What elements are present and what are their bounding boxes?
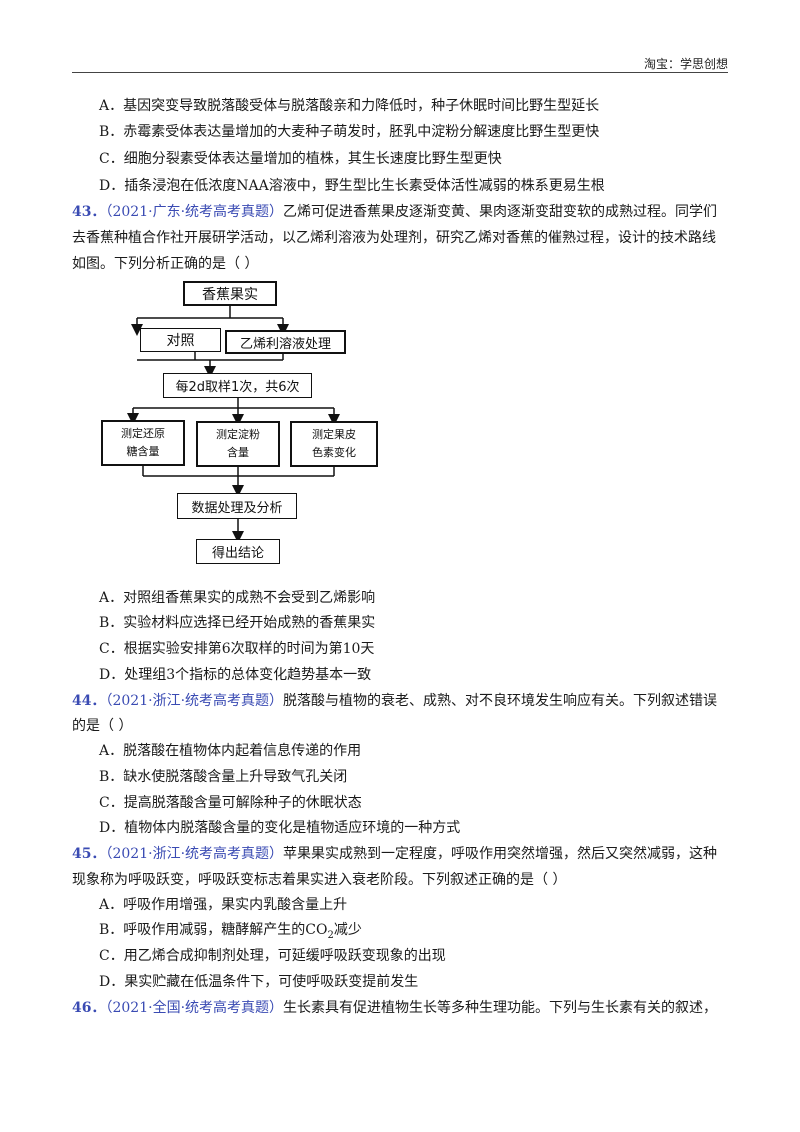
flow-box-pigment-line2: 色素变化 (312, 446, 356, 459)
q43-source: （2021·广东·统考高考真题） (105, 204, 284, 220)
q45-option-c: C．用乙烯合成抑制剂处理，可延缓呼吸跃变现象的出现 (99, 948, 446, 964)
flow-box-reducing-sugar-line2: 糖含量 (126, 445, 160, 458)
q44-stem-text: 脱落酸与植物的衰老、成熟、对不良环境发生响应有关。下列叙述错误 (283, 693, 718, 709)
flow-box-reducing-sugar: 测定还原 糖含量 (101, 420, 185, 466)
flow-box-sampling: 每2d取样1次，共6次 (163, 373, 312, 398)
flow-box-conclusion: 得出结论 (196, 539, 280, 564)
q46-source: （2021·全国·统考高考真题） (105, 1000, 284, 1016)
q45-stem-line2: 现象称为呼吸跃变，呼吸跃变标志着果实进入衰老阶段。下列叙述正确的是（ ） (72, 872, 567, 888)
q46-number: 46． (72, 1000, 106, 1016)
flow-box-starch-line2: 含量 (227, 446, 249, 459)
flow-box-starch: 测定淀粉 含量 (196, 421, 280, 467)
q45-number: 45． (72, 846, 106, 862)
q43-option-d: D．处理组3个指标的总体变化趋势基本一致 (99, 667, 372, 683)
flow-box-starch-line1: 测定淀粉 (216, 428, 260, 441)
q45-option-b: B．呼吸作用减弱，糖酵解产生的CO2减少 (99, 921, 362, 945)
q44-number: 44． (72, 693, 106, 709)
q43-number: 43． (72, 204, 106, 220)
q43-option-b: B．实验材料应选择已经开始成熟的香蕉果实 (99, 615, 376, 631)
q45-option-a: A．呼吸作用增强，果实内乳酸含量上升 (99, 897, 348, 913)
q44-option-b: B．缺水使脱落酸含量上升导致气孔关闭 (99, 769, 348, 785)
q45-option-b-subscript: 2 (327, 929, 334, 941)
prev-option-b: B．赤霉素受体表达量增加的大麦种子萌发时，胚乳中淀粉分解速度比野生型更快 (99, 124, 600, 140)
page-header: 淘宝：学思创想 (643, 57, 728, 71)
q44-source: （2021·浙江·统考高考真题） (105, 693, 284, 709)
flow-box-control: 对照 (140, 328, 221, 352)
q44-stem-line2: 的是（ ） (72, 718, 133, 734)
q45-option-b-text: B．呼吸作用减弱，糖酵解产生的CO (99, 922, 328, 938)
flow-box-ethephon-treatment: 乙烯利溶液处理 (225, 330, 346, 354)
flowchart-connectors (127, 306, 340, 543)
q45-option-d: D．果实贮藏在低温条件下，可使呼吸跃变提前发生 (99, 974, 419, 990)
q45-stem-line1: 45．（2021·浙江·统考高考真题）苹果果实成熟到一定程度，呼吸作用突然增强，… (72, 845, 717, 863)
prev-option-d: D．插条浸泡在低浓度NAA溶液中，野生型比生长素受体活性减弱的株系更易生根 (99, 178, 605, 194)
q46-stem-line1: 46．（2021·全国·统考高考真题）生长素具有促进植物生长等多种生理功能。下列… (72, 999, 717, 1017)
q45-stem-text: 苹果果实成熟到一定程度，呼吸作用突然增强，然后又突然减弱，这种 (283, 846, 718, 862)
q45-option-b-tail: 减少 (333, 922, 362, 938)
q46-stem-text: 生长素具有促进植物生长等多种生理功能。下列与生长素有关的叙述， (283, 1000, 718, 1016)
q44-option-c: C．提高脱落酸含量可解除种子的休眠状态 (99, 795, 362, 811)
flow-box-reducing-sugar-line1: 测定还原 (121, 427, 165, 440)
flow-box-pigment-line1: 测定果皮 (312, 428, 356, 441)
q43-option-a: A．对照组香蕉果实的成熟不会受到乙烯影响 (99, 590, 376, 606)
flow-box-data-analysis: 数据处理及分析 (177, 493, 297, 519)
q43-stem-line1: 43．（2021·广东·统考高考真题）乙烯可促进香蕉果皮逐渐变黄、果肉逐渐变甜变… (72, 203, 717, 221)
prev-option-c: C．细胞分裂素受体表达量增加的植株，其生长速度比野生型更快 (99, 151, 502, 167)
q44-option-a: A．脱落酸在植物体内起着信息传递的作用 (99, 743, 362, 759)
flow-box-pigment: 测定果皮 色素变化 (290, 421, 378, 467)
q44-stem-line1: 44．（2021·浙江·统考高考真题）脱落酸与植物的衰老、成熟、对不良环境发生响… (72, 692, 717, 710)
q43-stem-line3: 如图。下列分析正确的是（ ） (72, 256, 259, 272)
q44-option-d: D．植物体内脱落酸含量的变化是植物适应环境的一种方式 (99, 820, 461, 836)
q43-stem-text: 乙烯可促进香蕉果皮逐渐变黄、果肉逐渐变甜变软的成熟过程。同学们 (283, 204, 718, 220)
flow-box-banana-fruit: 香蕉果实 (183, 281, 277, 306)
header-rule (72, 72, 728, 73)
q45-source: （2021·浙江·统考高考真题） (105, 846, 284, 862)
q43-option-c: C．根据实验安排第6次取样的时间为第10天 (99, 641, 375, 657)
q43-stem-line2: 去香蕉种植合作社开展研学活动，以乙烯利溶液为处理剂，研究乙烯对香蕉的催熟过程，设… (72, 230, 716, 246)
prev-option-a: A．基因突变导致脱落酸受体与脱落酸亲和力降低时，种子休眠时间比野生型延长 (99, 98, 600, 114)
